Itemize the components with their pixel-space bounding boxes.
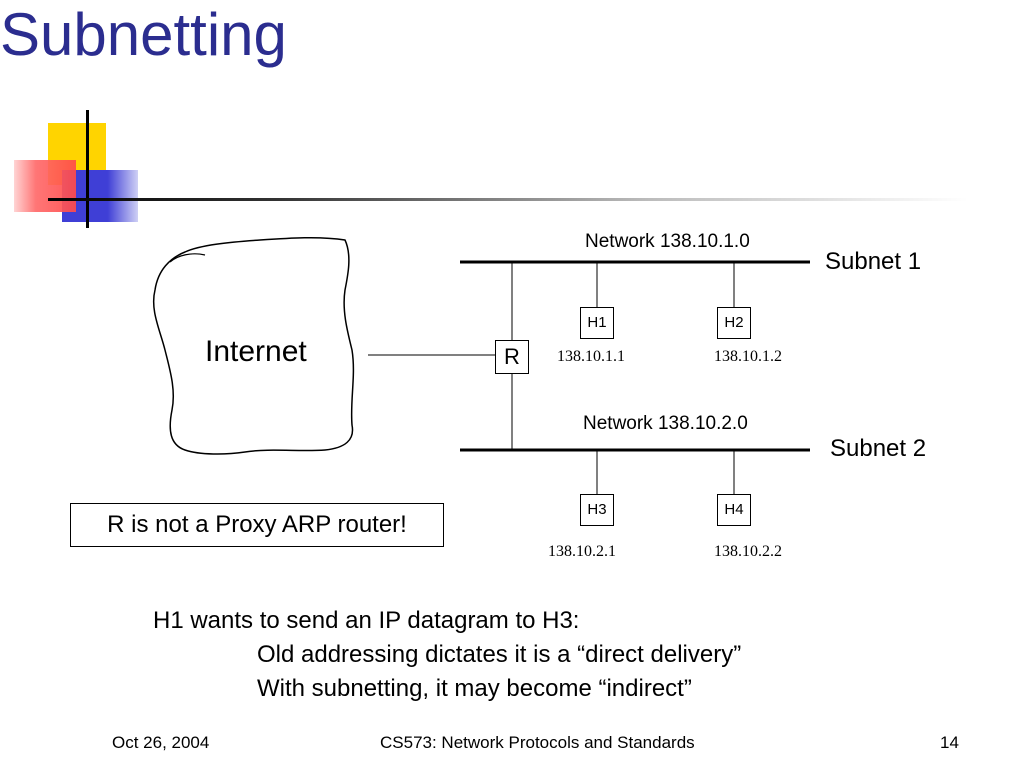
host-h4: H4 bbox=[717, 494, 751, 526]
deco-horizontal-line bbox=[48, 198, 968, 201]
proxy-arp-note: R is not a Proxy ARP router! bbox=[70, 503, 444, 547]
host-h1: H1 bbox=[580, 307, 614, 339]
host-h3: H3 bbox=[580, 494, 614, 526]
deco-vertical-line bbox=[86, 110, 89, 228]
footer-course: CS573: Network Protocols and Standards bbox=[380, 733, 695, 752]
subnet2-label: Subnet 2 bbox=[830, 435, 927, 462]
body-line-2: Old addressing dictates it is a “direct … bbox=[257, 641, 742, 668]
host-h2-ip: 138.10.1.2 bbox=[714, 348, 782, 365]
host-h1-ip: 138.10.1.1 bbox=[557, 348, 625, 365]
body-line-1: H1 wants to send an IP datagram to H3: bbox=[153, 607, 580, 634]
internet-cloud-curl bbox=[169, 253, 206, 263]
footer-date: Oct 26, 2004 bbox=[112, 733, 210, 752]
host-h4-ip: 138.10.2.2 bbox=[714, 543, 782, 560]
host-h2: H2 bbox=[717, 307, 751, 339]
internet-cloud bbox=[153, 236, 355, 455]
deco-red-square bbox=[14, 160, 76, 212]
host-h3-ip: 138.10.2.1 bbox=[548, 543, 616, 560]
internet-label: Internet bbox=[205, 335, 307, 368]
router-node: R bbox=[495, 340, 529, 374]
subnet1-network-label: Network 138.10.1.0 bbox=[585, 231, 750, 252]
slide-title: Subnetting bbox=[0, 1, 287, 68]
body-line-3: With subnetting, it may become “indirect… bbox=[257, 675, 692, 702]
subnet1-label: Subnet 1 bbox=[825, 248, 922, 275]
footer-page-number: 14 bbox=[940, 733, 959, 752]
subnet2-network-label: Network 138.10.2.0 bbox=[583, 413, 748, 434]
